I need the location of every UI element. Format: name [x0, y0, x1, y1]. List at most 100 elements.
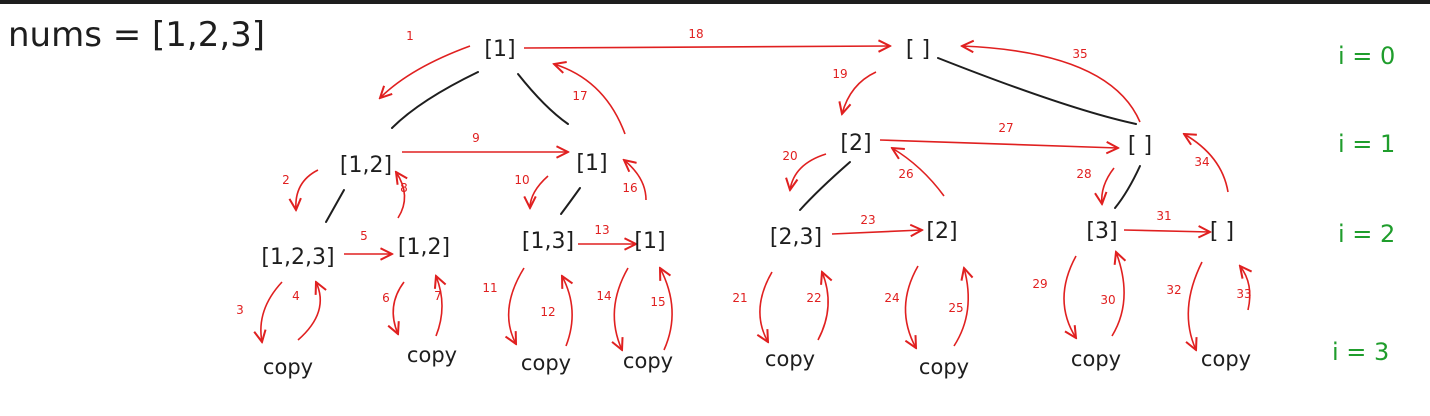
step-29: 29 — [1032, 277, 1047, 291]
level-label-2: i = 2 — [1338, 220, 1395, 248]
arrow-27 — [879, 139, 1118, 148]
arrow-10 — [530, 175, 549, 208]
level-label-0: i = 0 — [1338, 42, 1395, 70]
arrow-1 — [380, 45, 471, 98]
arrow-23 — [831, 230, 922, 234]
step-32: 32 — [1166, 283, 1181, 297]
arrow-28 — [1102, 167, 1115, 204]
step-20: 20 — [782, 149, 797, 163]
step-28: 28 — [1076, 167, 1091, 181]
step-8: 8 — [400, 181, 408, 195]
arrow-19 — [842, 71, 877, 114]
step-1: 1 — [406, 29, 414, 43]
step-18: 18 — [688, 27, 703, 41]
step-10: 10 — [514, 173, 529, 187]
leaf-copy-4: copy — [623, 349, 673, 373]
edge-root-n1a — [517, 73, 569, 125]
arrow-7 — [436, 276, 442, 337]
leaf-copy-7: copy — [1071, 347, 1121, 371]
leaf-copy-2: copy — [407, 343, 457, 367]
edge-n1a-n13 — [560, 187, 581, 215]
leaf-copy-5: copy — [765, 347, 815, 371]
leaf-copy-1: copy — [263, 355, 313, 379]
arrow-6 — [393, 281, 405, 334]
arrow-22 — [817, 272, 828, 341]
step-6: 6 — [382, 291, 390, 305]
arrow-11 — [509, 267, 525, 344]
edge-n12-n123 — [325, 189, 345, 223]
edge-empty0-empty1 — [937, 57, 1137, 125]
node-2-3: [2,3] — [770, 225, 822, 250]
arrow-8 — [396, 172, 405, 219]
arrow-15 — [660, 268, 673, 351]
step-19: 19 — [832, 67, 847, 81]
step-14: 14 — [596, 289, 611, 303]
step-16: 16 — [622, 181, 637, 195]
step-3: 3 — [236, 303, 244, 317]
node-1-2-level2: [1,2] — [398, 235, 450, 260]
node-2: [2] — [840, 131, 871, 156]
arrow-31 — [1123, 230, 1210, 232]
level-label-3: i = 3 — [1332, 338, 1389, 366]
arrow-12 — [562, 276, 572, 347]
arrow-4 — [297, 282, 320, 341]
step-31: 31 — [1156, 209, 1171, 223]
step-25: 25 — [948, 301, 963, 315]
arrow-33 — [1240, 266, 1250, 311]
step-7: 7 — [434, 289, 442, 303]
arrow-30 — [1111, 252, 1124, 337]
arrow-32 — [1188, 261, 1203, 350]
leaf-copy-6: copy — [919, 355, 969, 379]
step-13: 13 — [594, 223, 609, 237]
arrow-20 — [790, 153, 827, 190]
step-33: 33 — [1236, 287, 1251, 301]
step-12: 12 — [540, 305, 555, 319]
step-21: 21 — [732, 291, 747, 305]
node-2-level2: [2] — [926, 219, 957, 244]
arrow-26 — [892, 148, 945, 197]
edge-n2-n23 — [799, 161, 851, 211]
arrow-35 — [962, 46, 1141, 123]
step-23: 23 — [860, 213, 875, 227]
step-9: 9 — [472, 131, 480, 145]
step-17: 17 — [572, 89, 587, 103]
node-empty-level2: [ ] — [1210, 219, 1234, 244]
node-empty-level1: [ ] — [1128, 133, 1152, 158]
step-22: 22 — [806, 291, 821, 305]
level-label-1: i = 1 — [1338, 130, 1395, 158]
node-3: [3] — [1086, 219, 1117, 244]
step-2: 2 — [282, 173, 290, 187]
arrow-21 — [760, 271, 773, 342]
step-27: 27 — [998, 121, 1013, 135]
arrow-25 — [953, 268, 968, 347]
arrow-18 — [523, 46, 890, 48]
step-15: 15 — [650, 295, 665, 309]
step-30: 30 — [1100, 293, 1115, 307]
step-26: 26 — [898, 167, 913, 181]
step-24: 24 — [884, 291, 899, 305]
step-35: 35 — [1072, 47, 1087, 61]
node-1-level2: [1] — [634, 229, 665, 254]
node-empty-level0: [ ] — [906, 37, 930, 62]
node-1-3: [1,3] — [522, 229, 574, 254]
arrow-29 — [1063, 255, 1076, 338]
node-root: [1] — [484, 37, 515, 62]
step-4: 4 — [292, 289, 300, 303]
node-1-2: [1,2] — [340, 153, 392, 178]
top-border — [0, 0, 1430, 4]
step-5: 5 — [360, 229, 368, 243]
arrow-16 — [624, 160, 647, 201]
node-1-level1: [1] — [576, 151, 607, 176]
arrow-3 — [261, 281, 283, 342]
edge-root-n12 — [391, 71, 479, 129]
leaf-copy-8: copy — [1201, 347, 1251, 371]
step-34: 34 — [1194, 155, 1209, 169]
node-1-2-3: [1,2,3] — [261, 245, 334, 270]
arrow-2 — [296, 169, 319, 210]
arrow-24 — [904, 265, 919, 348]
step-11: 11 — [482, 281, 497, 295]
leaf-copy-3: copy — [521, 351, 571, 375]
arrow-17 — [554, 64, 626, 135]
edge-empty1-n3 — [1114, 165, 1141, 209]
